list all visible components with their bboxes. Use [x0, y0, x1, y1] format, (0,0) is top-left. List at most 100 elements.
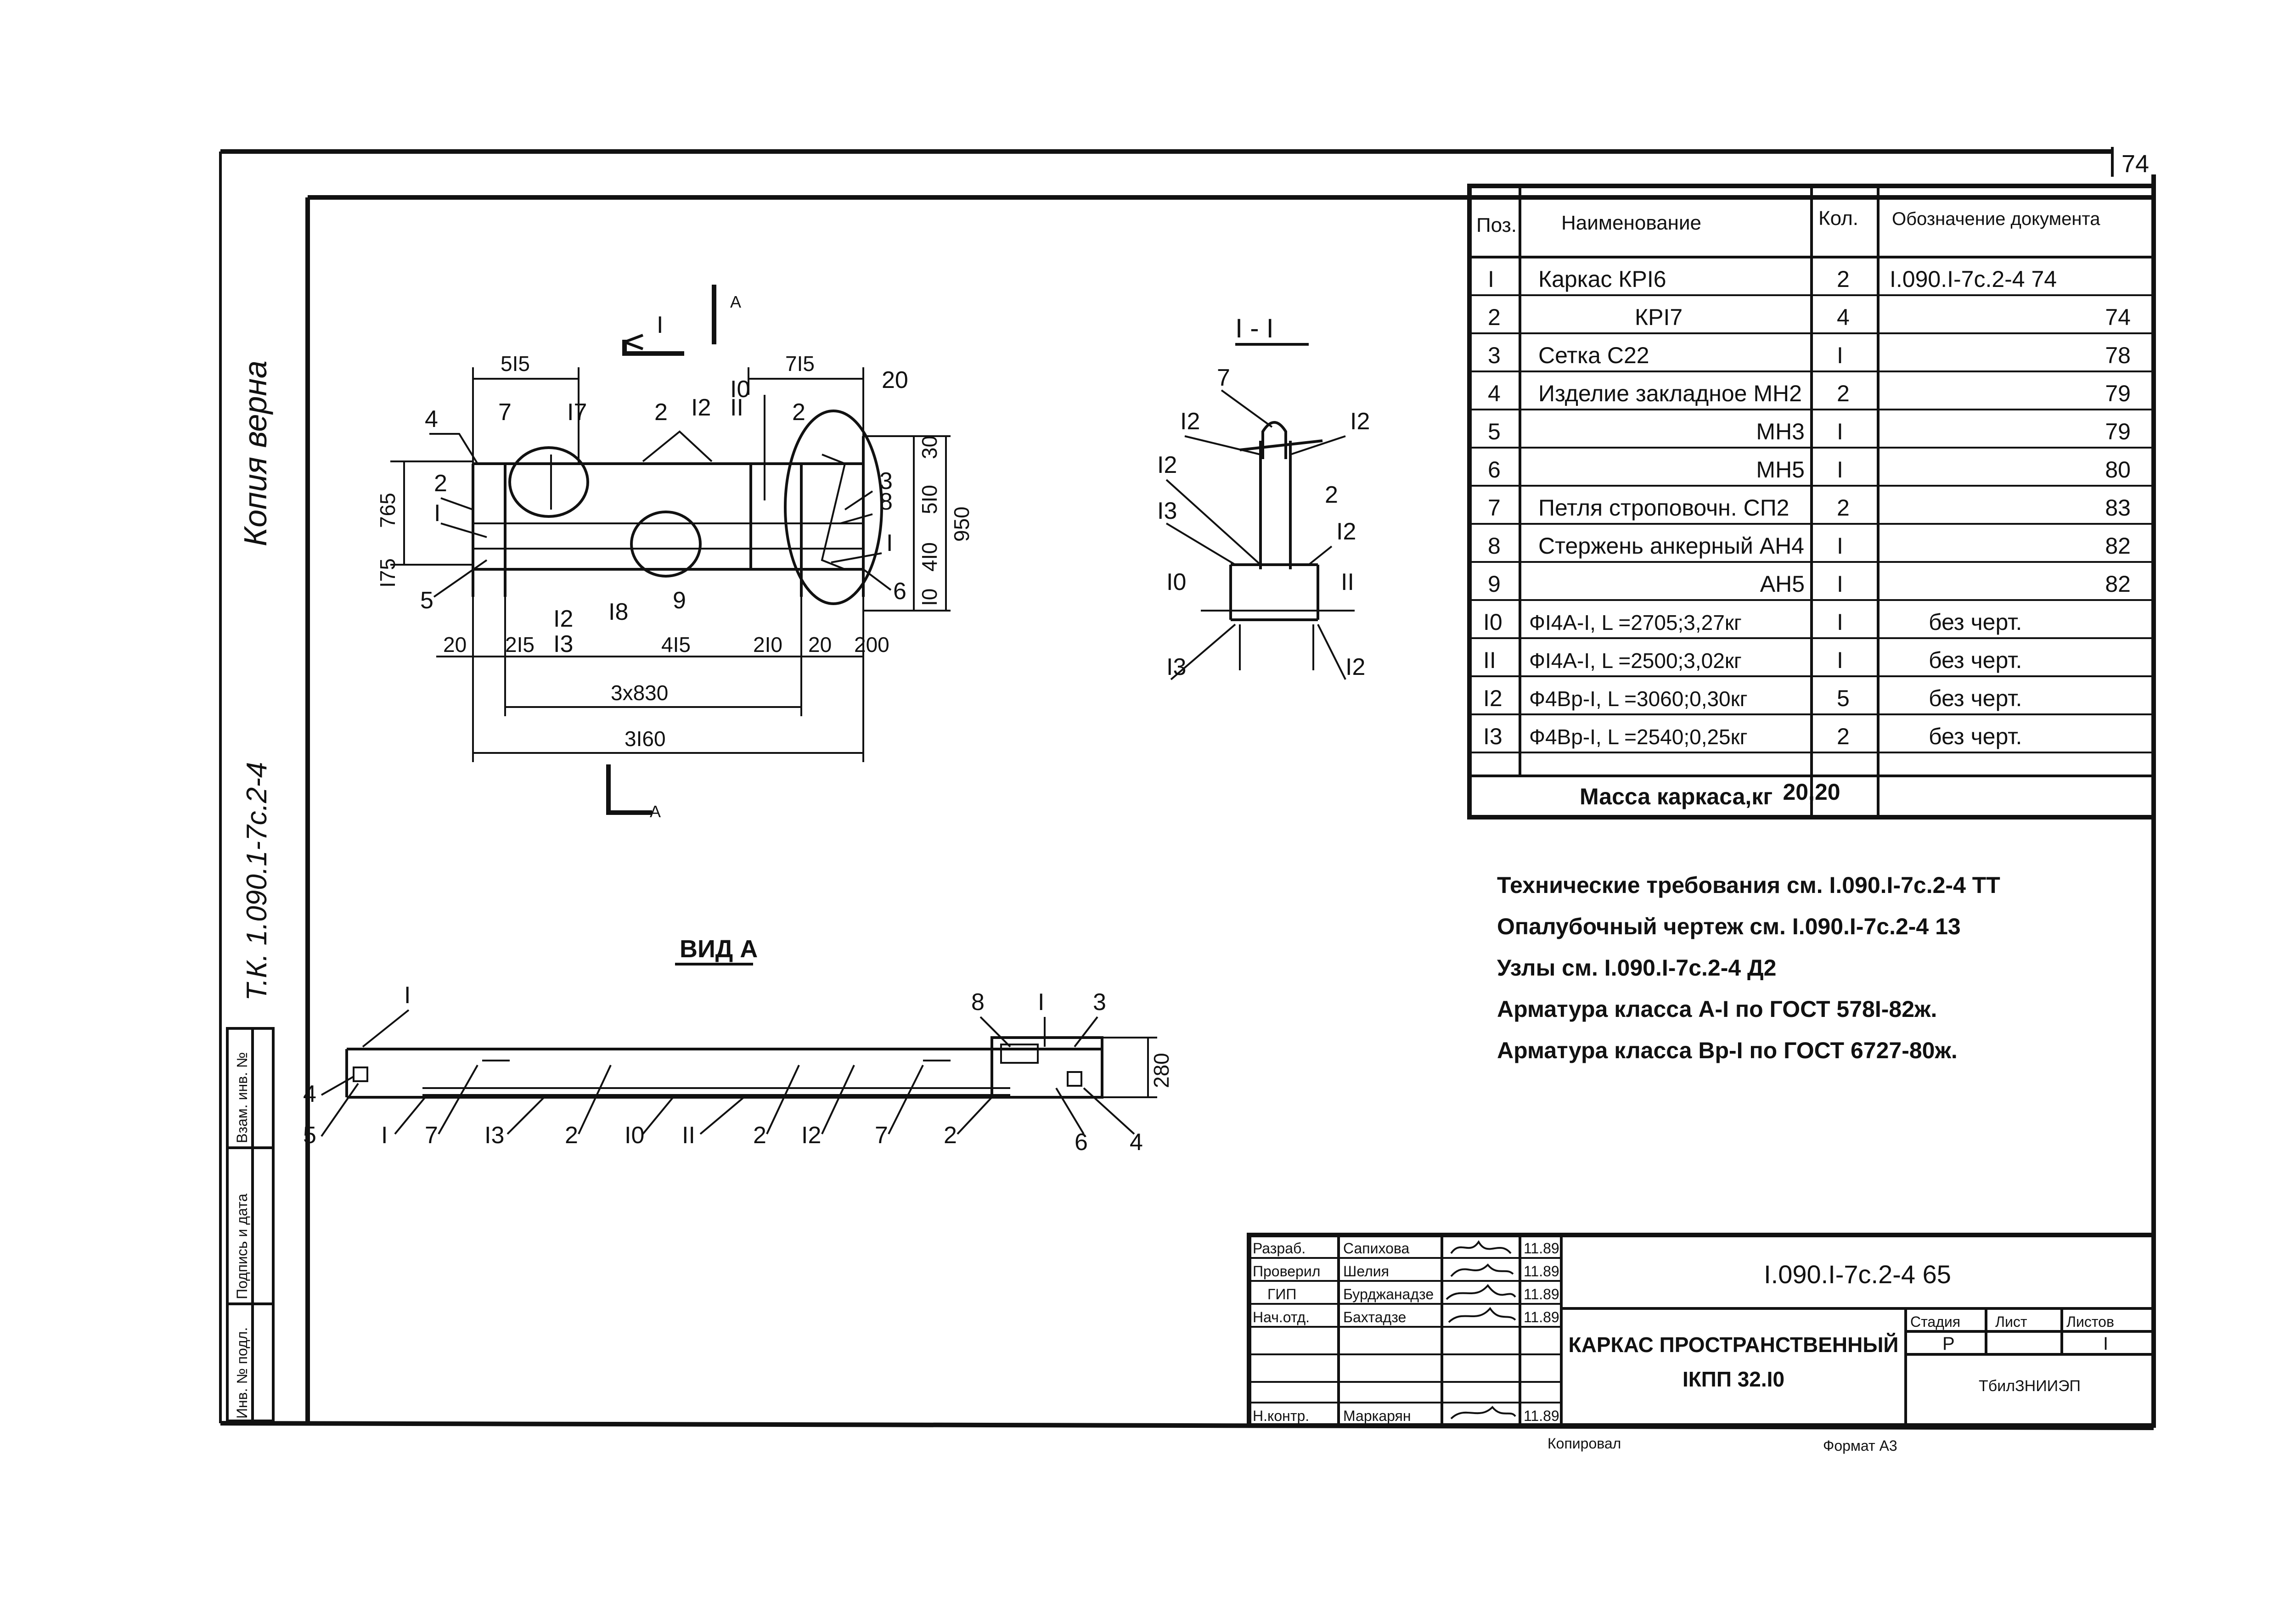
hdr-pos: Поз. — [1476, 214, 1517, 236]
svg-text:8: 8 — [1488, 533, 1501, 559]
svg-text:Стержень анкерный АН4: Стержень анкерный АН4 — [1538, 533, 1804, 559]
svg-text:Каркас КРI6: Каркас КРI6 — [1538, 266, 1666, 292]
svg-text:без черт.: без черт. — [1929, 609, 2022, 635]
svg-text:3x830: 3x830 — [611, 681, 668, 705]
svg-text:4: 4 — [1837, 304, 1850, 330]
svg-text:А: А — [650, 802, 661, 821]
margin-handwriting: Копия верна Т.К. 1.090.1-7с.2-4 — [237, 360, 273, 1001]
svg-text:3I60: 3I60 — [625, 727, 666, 751]
svg-text:2: 2 — [753, 1122, 766, 1149]
strip-cell-3: Инв. № подл. — [234, 1327, 250, 1419]
table-row: 5 МН3 I 79 — [1488, 419, 2131, 444]
svg-text:А: А — [730, 292, 741, 311]
svg-text:I: I — [1837, 533, 1843, 559]
mass-value: 20,20 — [1783, 779, 1840, 805]
svg-text:30: 30 — [917, 436, 941, 459]
svg-text:79: 79 — [2105, 381, 2131, 406]
svg-text:9: 9 — [1488, 571, 1501, 597]
table-row: 2 КРI7 4 74 — [1488, 304, 2131, 330]
svg-text:950: 950 — [950, 506, 974, 542]
svg-text:2I0: 2I0 — [753, 633, 782, 657]
svg-text:без черт.: без черт. — [1929, 685, 2022, 711]
svg-text:Проверил: Проверил — [1253, 1263, 1320, 1280]
svg-text:I3: I3 — [1157, 498, 1177, 524]
svg-text:2: 2 — [1488, 304, 1501, 330]
table-row: I2 Ф4Вр-I, L =3060;0,30кг 5 без черт. — [1483, 685, 2022, 711]
svg-text:I: I — [1038, 989, 1044, 1016]
svg-text:без черт.: без черт. — [1929, 647, 2022, 673]
svg-text:I2: I2 — [691, 394, 711, 421]
svg-text:I: I — [1837, 647, 1843, 673]
svg-text:7: 7 — [1217, 365, 1230, 391]
svg-text:I8: I8 — [608, 599, 628, 625]
svg-text:82: 82 — [2105, 533, 2131, 559]
svg-text:I2: I2 — [553, 606, 573, 632]
left-stamp-strip: Взам. инв. № Подпись и дата Инв. № подл. — [226, 1027, 275, 1422]
svg-text:2: 2 — [565, 1122, 578, 1149]
svg-text:I: I — [886, 530, 893, 556]
svg-text:Технические требования см. I.0: Технические требования см. I.090.I-7с.2-… — [1497, 872, 2000, 898]
table-row: II ФI4А-I, L =2500;3,02кг I без черт. — [1483, 647, 2022, 673]
hdr-name: Наименование — [1561, 212, 1701, 234]
table-row: I3 Ф4Вр-I, L =2540;0,25кг 2 без черт. — [1483, 724, 2022, 749]
svg-text:200: 200 — [854, 633, 889, 657]
svg-text:Сапихова: Сапихова — [1343, 1240, 1410, 1257]
svg-text:АН5: АН5 — [1760, 571, 1805, 597]
svg-text:2: 2 — [654, 399, 668, 426]
svg-text:I: I — [1837, 419, 1843, 444]
svg-text:82: 82 — [2105, 571, 2131, 597]
svg-text:I3: I3 — [1166, 654, 1186, 680]
svg-text:Разраб.: Разраб. — [1253, 1240, 1306, 1257]
svg-text:I3: I3 — [484, 1122, 504, 1149]
svg-text:7: 7 — [1488, 495, 1501, 521]
svg-text:6: 6 — [1488, 457, 1501, 483]
svg-text:8: 8 — [879, 488, 893, 515]
svg-text:ФI4А-I, L =2705;3,27кг: ФI4А-I, L =2705;3,27кг — [1529, 611, 1742, 634]
svg-text:II: II — [730, 394, 743, 421]
title-block-row-lines — [1249, 1257, 1561, 1403]
svg-text:74: 74 — [2105, 304, 2131, 330]
title-block-signers: Разраб. Сапихова 11.89 Проверил Шелия 11… — [1253, 1240, 1559, 1424]
svg-text:I: I — [657, 312, 663, 338]
svg-text:I2: I2 — [1336, 518, 1356, 545]
svg-text:Арматура класса А-I по ГОСТ 57: Арматура класса А-I по ГОСТ 578I-82ж. — [1497, 996, 1937, 1022]
svg-text:Листов: Листов — [2066, 1313, 2114, 1330]
svg-text:I: I — [1837, 609, 1843, 635]
svg-text:Опалубочный чертеж см. I.090.I: Опалубочный чертеж см. I.090.I-7с.2-4 13 — [1497, 914, 1961, 939]
svg-text:I: I — [404, 982, 411, 1009]
svg-text:79: 79 — [2105, 419, 2131, 444]
svg-text:20: 20 — [808, 633, 832, 657]
svg-text:I2: I2 — [1157, 452, 1177, 478]
svg-text:Узлы см. I.090.I-7с.2-4 Д2: Узлы см. I.090.I-7с.2-4 Д2 — [1497, 955, 1776, 981]
svg-text:4I5: 4I5 — [661, 633, 691, 657]
svg-text:11.89: 11.89 — [1524, 1263, 1559, 1280]
svg-text:2: 2 — [1837, 381, 1850, 406]
svg-text:I2: I2 — [801, 1122, 821, 1149]
footer-format: Формат А3 — [1823, 1437, 1897, 1454]
svg-text:I2: I2 — [1483, 685, 1503, 711]
hdr-qty: Кол. — [1818, 207, 1858, 230]
svg-text:5: 5 — [1837, 685, 1850, 711]
svg-text:9: 9 — [673, 587, 686, 614]
strip-cell-2: Подпись и дата — [234, 1194, 250, 1299]
svg-text:5I5: 5I5 — [501, 352, 530, 376]
svg-text:11.89: 11.89 — [1524, 1309, 1559, 1325]
svg-text:Изделие закладное МН2: Изделие закладное МН2 — [1538, 381, 1802, 406]
table-row: I Каркас КРI6 2 I.090.I-7с.2-4 74 — [1488, 266, 2057, 292]
title-block: Разраб. Сапихова 11.89 Проверил Шелия 11… — [1247, 1233, 2156, 1428]
svg-text:I75: I75 — [376, 558, 400, 588]
svg-text:6: 6 — [893, 578, 906, 605]
org-name: ТбилЗНИИЭП — [1979, 1377, 2081, 1395]
svg-text:2: 2 — [1837, 724, 1850, 749]
svg-text:4: 4 — [425, 406, 438, 432]
svg-text:Бахтадзе: Бахтадзе — [1343, 1309, 1406, 1325]
svg-text:Шелия: Шелия — [1343, 1263, 1389, 1280]
svg-text:I: I — [1837, 571, 1843, 597]
svg-text:20: 20 — [443, 633, 467, 657]
view-a: ВИД А 280 I 8 I 3 4 5 I 7 I3 2 — [303, 935, 1173, 1156]
svg-text:4: 4 — [1130, 1129, 1143, 1156]
svg-text:11.89: 11.89 — [1524, 1286, 1559, 1302]
svg-text:I2: I2 — [1350, 408, 1370, 435]
signature-scribbles — [1446, 1240, 1516, 1420]
doc-code: I.090.I-7с.2-4 65 — [1764, 1260, 1951, 1289]
